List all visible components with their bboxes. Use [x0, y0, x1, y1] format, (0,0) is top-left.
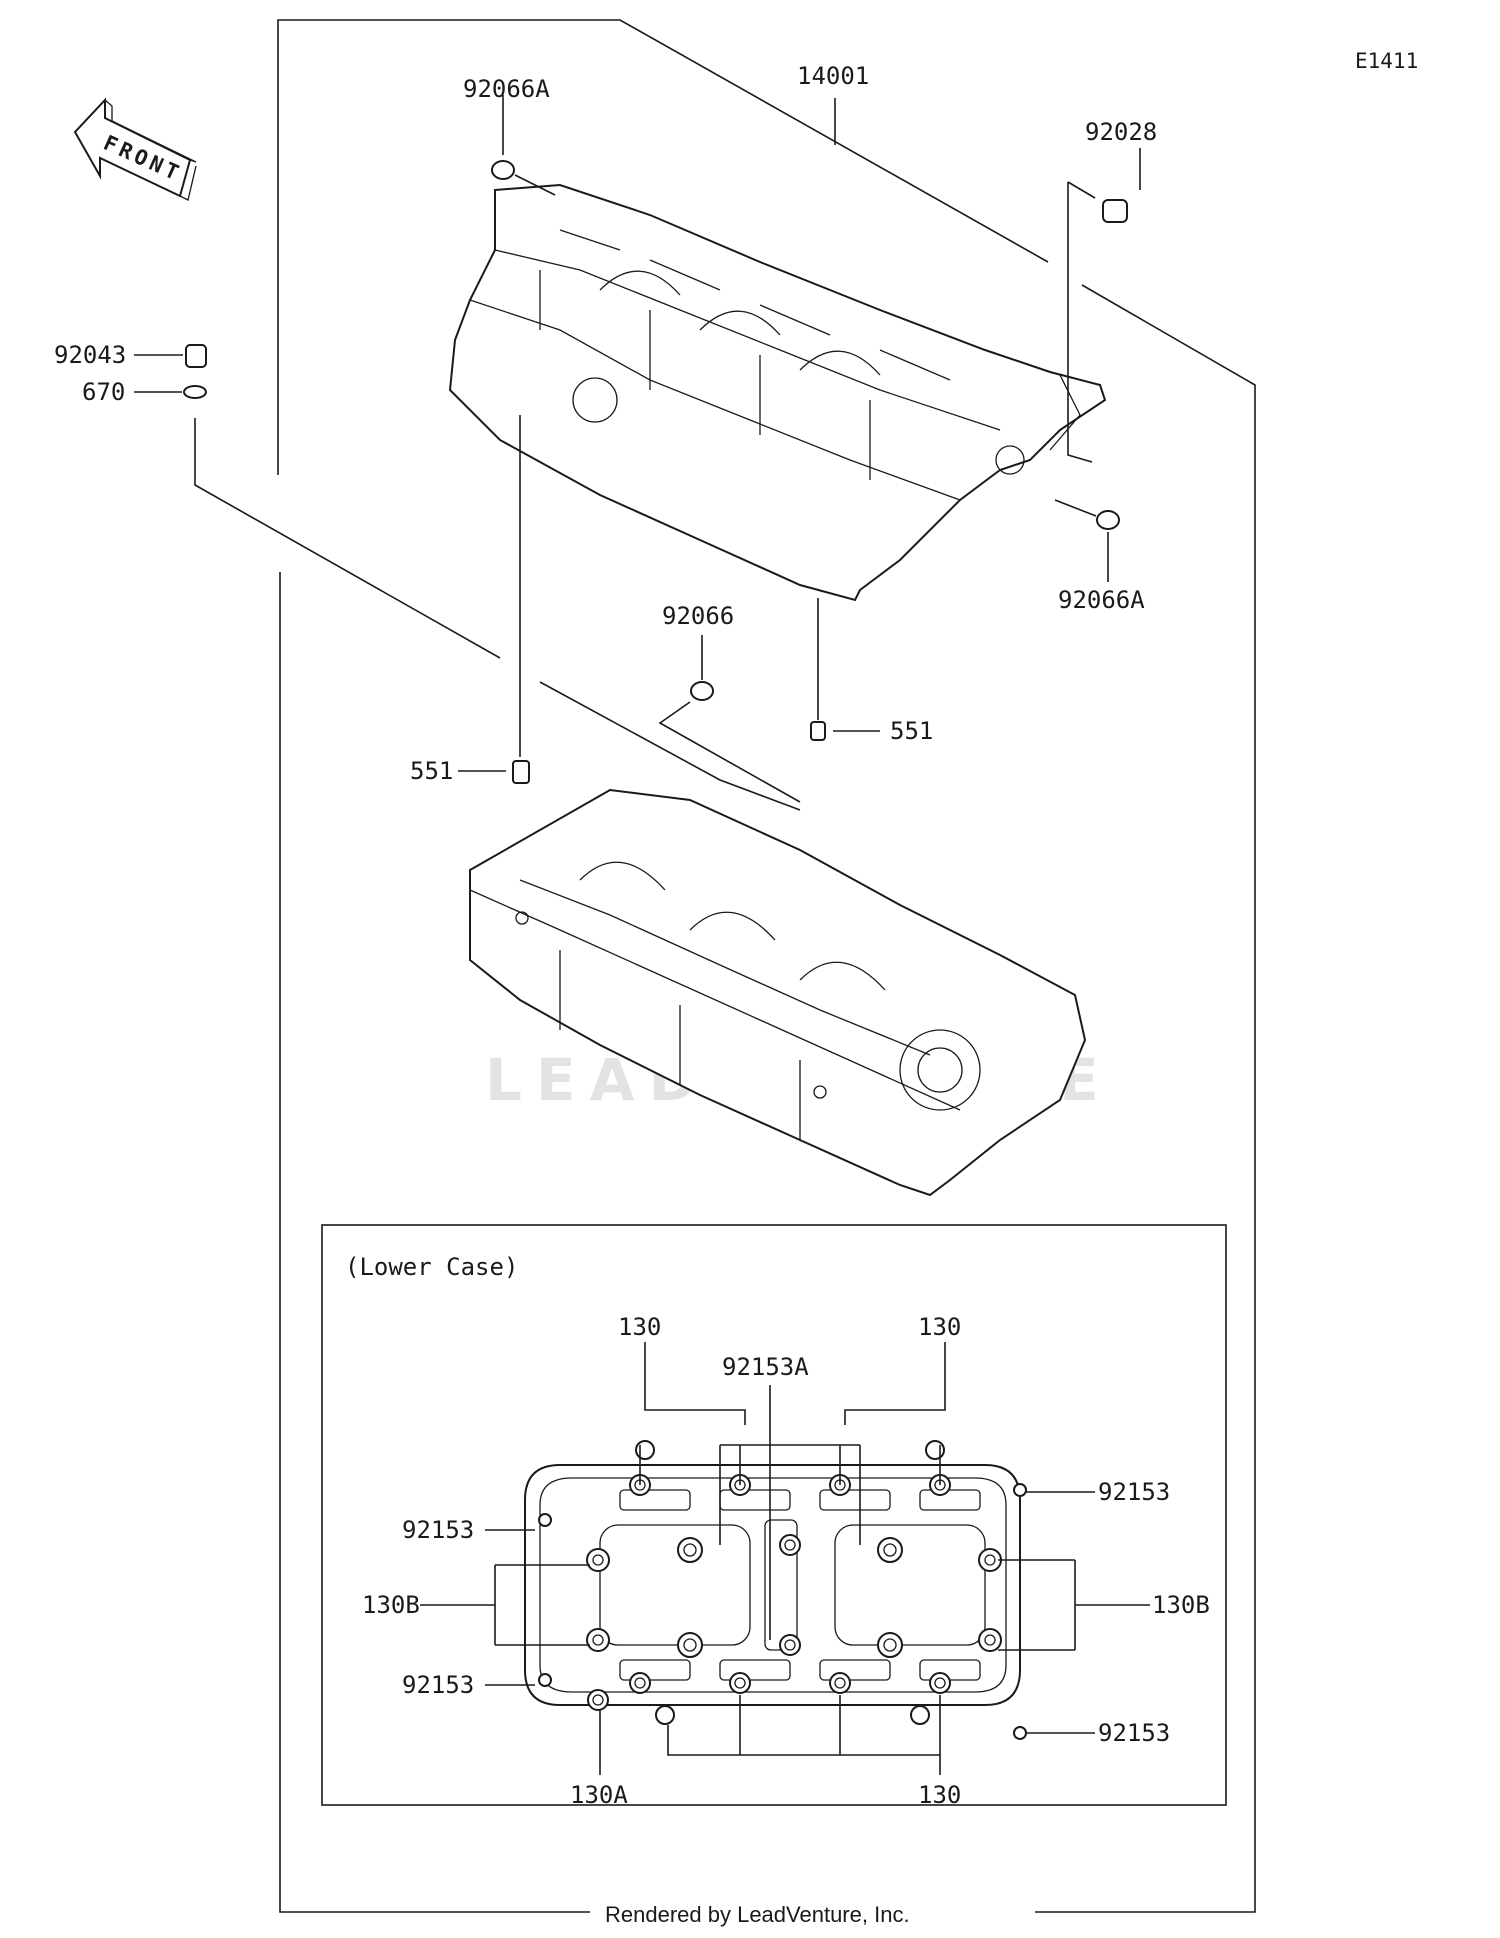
part-92028 [1067, 181, 1128, 463]
part-92066A-top [491, 95, 556, 196]
lower-crankcase [469, 681, 1087, 1197]
callout-130-top-left: 130 [618, 1313, 661, 1341]
inset-title: (Lower Case) [345, 1253, 518, 1281]
callout-130B-left: 130B [362, 1591, 420, 1619]
callout-92043: 92043 [54, 341, 126, 369]
bolts [538, 1474, 1027, 1740]
callout-130A: 130A [570, 1781, 628, 1809]
callout-551-left: 551 [410, 757, 453, 785]
callout-92066A-right: 92066A [1058, 586, 1145, 614]
callout-551-right: 551 [890, 717, 933, 745]
part-92043 [134, 344, 207, 368]
callout-92028: 92028 [1085, 118, 1157, 146]
upper-crankcase [448, 183, 1107, 602]
footer-credit: Rendered by LeadVenture, Inc. [605, 1902, 910, 1927]
assembly-frame [277, 19, 1256, 1913]
part-92066 [658, 635, 801, 803]
callout-92153-top-left: 92153 [402, 1516, 474, 1544]
part-670 [134, 385, 501, 659]
callout-130-top-right: 130 [918, 1313, 961, 1341]
part-551-right [810, 721, 880, 741]
callout-92153-top-right: 92153 [1098, 1478, 1170, 1506]
part-92066A-right [1054, 499, 1120, 582]
callout-92153-bottom-left: 92153 [402, 1671, 474, 1699]
front-arrow-icon: FRONT [73, 97, 197, 201]
callout-92066A-top: 92066A [463, 75, 550, 103]
diagram-id: E1411 [1355, 49, 1418, 73]
callout-14001: 14001 [797, 62, 869, 90]
callout-130B-right: 130B [1152, 1591, 1210, 1619]
part-551-left [458, 760, 530, 784]
callout-92153-bottom-right: 92153 [1098, 1719, 1170, 1747]
lower-case-inset: (Lower Case) [321, 1224, 1227, 1809]
callout-92153A: 92153A [722, 1353, 809, 1381]
callout-670: 670 [82, 378, 125, 406]
lower-case-top-view [524, 1440, 1027, 1740]
callout-130-bottom: 130 [918, 1781, 961, 1809]
callout-92066: 92066 [662, 602, 734, 630]
